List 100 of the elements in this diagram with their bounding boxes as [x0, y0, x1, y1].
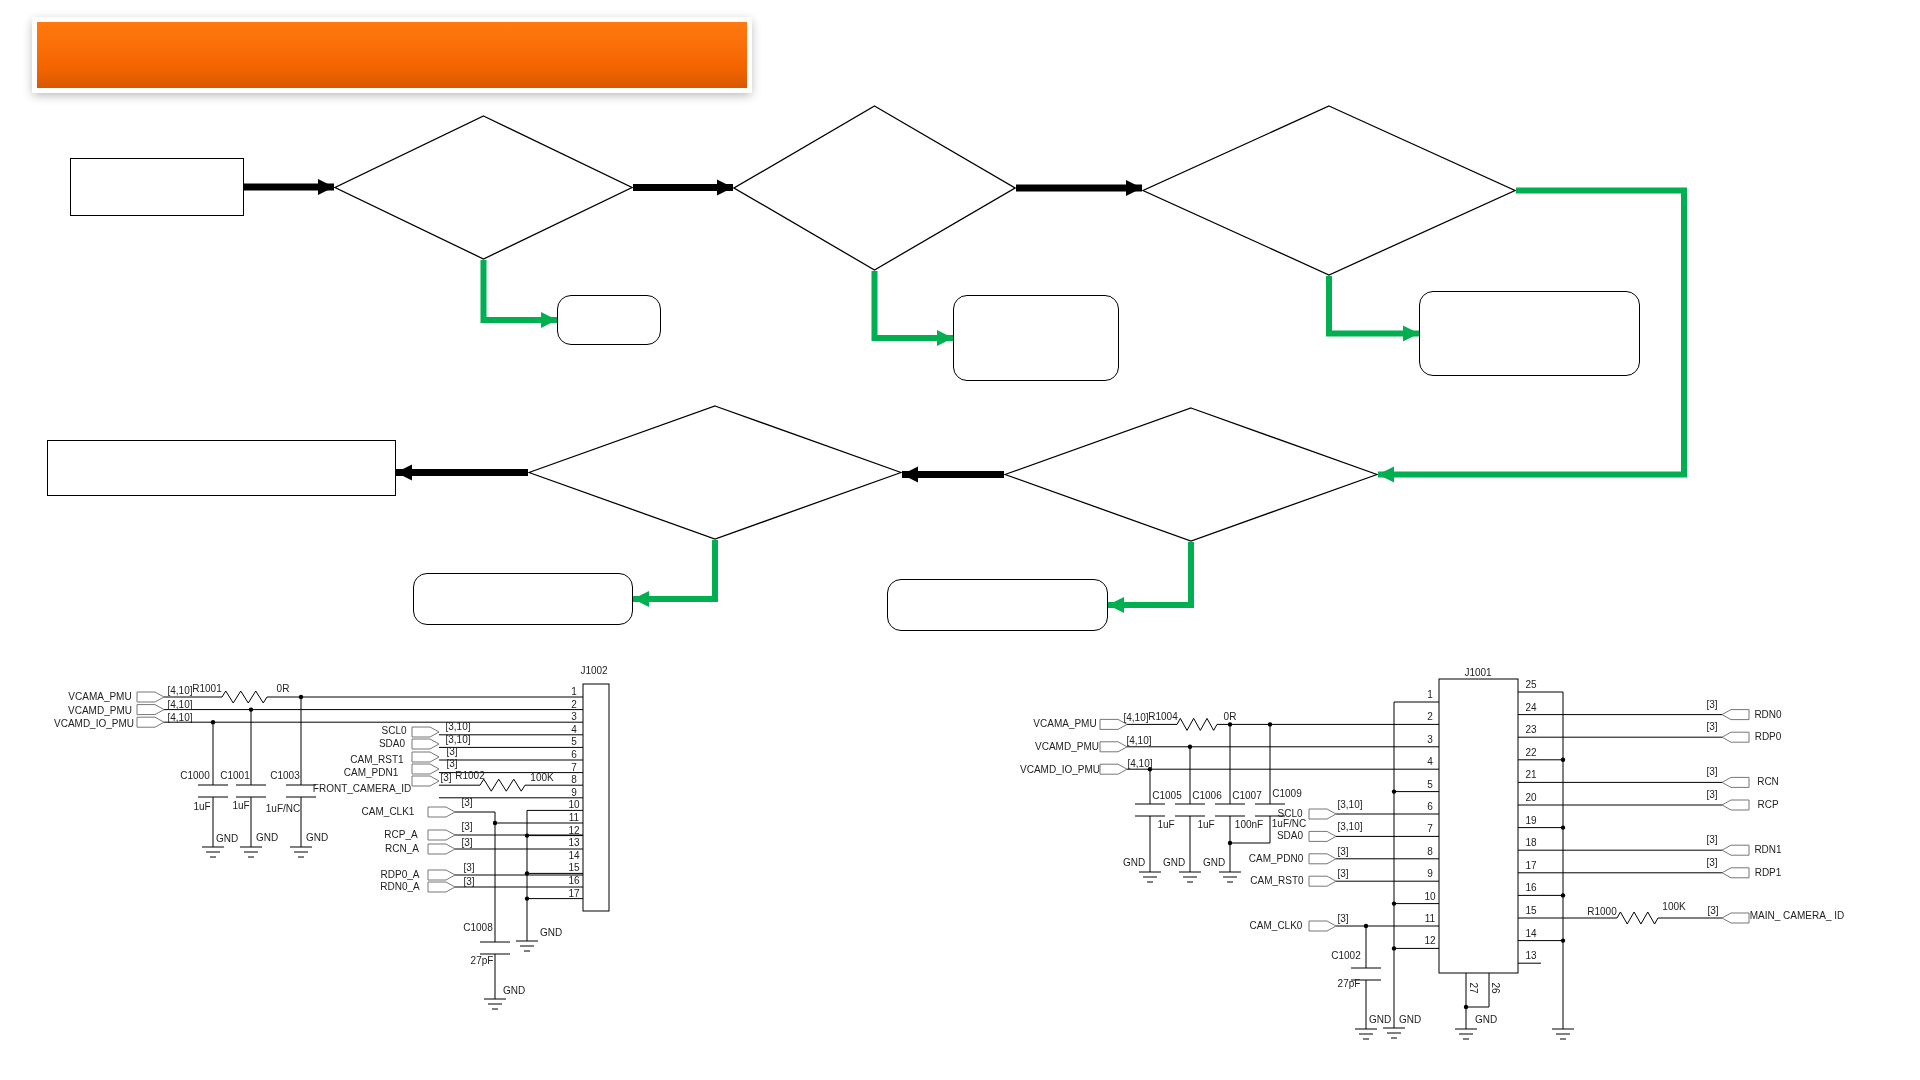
decision-diamond [1142, 105, 1516, 276]
pin-number: 1 [1427, 690, 1433, 700]
arrow [1326, 276, 1419, 342]
net-label: VCAMA_PMU [68, 692, 132, 702]
component-value: 1uF [1157, 820, 1175, 830]
rounded-box [953, 295, 1119, 381]
net-label: SCL0 [1277, 809, 1303, 819]
arrow [480, 260, 557, 328]
ground-label: GND [1162, 858, 1186, 868]
page-reference: [3] [1706, 857, 1718, 868]
net-label: RDP1 [1754, 867, 1782, 878]
pin-number: 15 [1525, 906, 1537, 916]
pin-number: 8 [571, 775, 577, 786]
page-reference: [3,10] [1337, 822, 1363, 833]
component-value: 1uF [1197, 820, 1215, 830]
rounded-box [1419, 291, 1640, 376]
page-reference: [3] [463, 863, 475, 873]
pin-number: 18 [1525, 838, 1537, 849]
pin-number: 19 [1525, 815, 1537, 826]
component-label: J1002 [580, 666, 608, 676]
rounded-box [557, 295, 661, 345]
net-label: VCAMA_PMU [1033, 719, 1097, 729]
component-value: 1uF/NC [265, 804, 301, 814]
net-label: RDN0 [1754, 709, 1782, 720]
page-reference: [3] [440, 773, 452, 783]
component-label: C1009 [1272, 789, 1302, 799]
pin-number: 17 [1525, 860, 1537, 871]
pin-number: 11 [568, 813, 580, 823]
ground-label: GND [1398, 1015, 1422, 1025]
net-label: SCL0 [381, 726, 407, 736]
ground-label: GND [215, 834, 239, 844]
net-label: RCP_A [384, 830, 418, 840]
pin-number: 4 [571, 724, 577, 735]
component-label: R1000 [1587, 907, 1617, 917]
component-value: 100K [1662, 902, 1686, 912]
pin-number: 27 [1468, 982, 1478, 994]
ground-label: GND [305, 833, 329, 843]
page-reference: [3] [463, 877, 475, 887]
net-label: RCN [1757, 777, 1779, 788]
ground-label: GND [539, 928, 563, 938]
page-reference: [3] [1337, 914, 1349, 924]
net-label: CAM_PDN1 [343, 768, 399, 778]
rounded-box [413, 573, 633, 625]
component-label: C1005 [1152, 791, 1182, 801]
net-label: VCAMD_PMU [68, 706, 132, 716]
arrow [902, 466, 1004, 483]
component-label: J1001 [1464, 668, 1492, 678]
page-reference: [3] [1706, 790, 1718, 800]
component-label: C1001 [220, 771, 250, 781]
ground-label: GND [255, 833, 279, 843]
ground-label: GND [1122, 858, 1146, 868]
page-reference: [4,10] [167, 713, 193, 723]
net-label: RDP0_A [380, 870, 420, 880]
pin-number: 26 [1490, 982, 1500, 994]
page-reference: [3] [461, 838, 473, 848]
component-value: 100nF [1234, 820, 1264, 830]
pin-number: 9 [571, 787, 577, 798]
pin-number: 4 [1427, 757, 1433, 768]
component-label: C1006 [1192, 791, 1222, 801]
decision-diamond [1004, 407, 1378, 542]
page-reference: [4,10] [167, 700, 193, 710]
component-label: C1007 [1232, 791, 1262, 801]
pin-number: 5 [571, 737, 577, 748]
pin-number: 17 [568, 888, 580, 899]
net-label: FRONT_CAMERA_ID [312, 784, 412, 794]
net-label: MAIN_ CAMERA_ ID [1749, 911, 1845, 921]
page-reference: [3] [1706, 699, 1718, 710]
component-value: 27pF [470, 956, 494, 966]
page-reference: [3] [446, 747, 458, 757]
net-label: RCP [1757, 800, 1779, 810]
pin-number: 7 [571, 762, 577, 773]
component-label: R1001 [192, 684, 222, 694]
net-label: CAM_CLK0 [1249, 921, 1303, 931]
pin-number: 20 [1525, 793, 1537, 803]
component-value: 1uF [232, 801, 250, 811]
pin-number: 16 [568, 876, 580, 886]
pin-number: 13 [1525, 951, 1537, 962]
net-label: RDN0_A [380, 882, 420, 892]
process-box [70, 158, 244, 216]
page-reference: [3] [1706, 722, 1718, 733]
pin-number: 10 [1424, 891, 1436, 902]
component-value: 0R [276, 684, 290, 694]
page-reference: [3] [1706, 835, 1718, 846]
ground-label: GND [1368, 1015, 1392, 1025]
page-reference: [3] [1337, 869, 1349, 880]
page-reference: [4,10] [1126, 736, 1152, 746]
net-label: CAM_RST1 [350, 755, 404, 765]
pin-number: 8 [1427, 846, 1433, 857]
process-box [47, 440, 396, 496]
arrow [1378, 187, 1687, 483]
component-label: C1008 [463, 923, 493, 933]
page-reference: [4,10] [167, 686, 193, 696]
pin-number: 12 [568, 825, 580, 836]
page-reference: [3] [461, 798, 473, 808]
pin-number: 7 [1427, 824, 1433, 835]
page-reference: [3,10] [445, 735, 471, 745]
net-label: VCAMD_IO_PMU [1020, 765, 1100, 775]
arrow [1108, 542, 1194, 613]
pin-number: 1 [571, 687, 577, 697]
page-reference: [4,10] [1123, 713, 1149, 723]
